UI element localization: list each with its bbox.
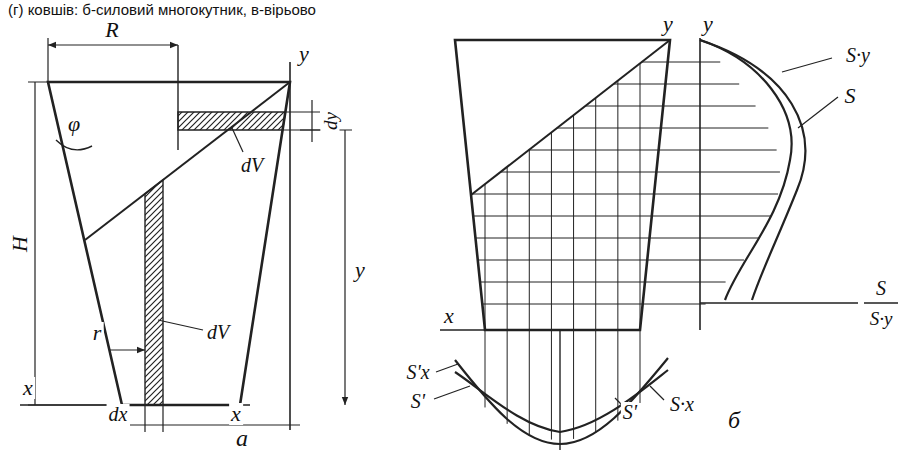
- dx-x-dimension: [130, 405, 300, 432]
- axis-label: y: [297, 43, 311, 65]
- r-dimension: [48, 44, 178, 45]
- s-prime-curve: [455, 370, 668, 432]
- grid-line: [473, 216, 771, 217]
- curve-label: S·y: [844, 45, 872, 65]
- element-label: dV: [239, 155, 265, 175]
- grid-line: [551, 132, 552, 439]
- grid-line: [642, 62, 721, 63]
- dy-dimension: [283, 100, 320, 142]
- axis-label: S: [874, 278, 888, 298]
- grid-line: [475, 238, 759, 239]
- caption-text: (г) ковшів: б-силовий многокутник, в-вір…: [6, 2, 318, 17]
- grid-line: [585, 106, 755, 107]
- grid-line: [617, 81, 618, 421]
- horizontal-strip: [178, 112, 285, 130]
- bucket-outline: [455, 40, 670, 330]
- dimension-label: H: [9, 234, 31, 254]
- axis-label: x: [21, 377, 35, 399]
- leader-line: [434, 386, 470, 399]
- axis-label: y: [661, 13, 675, 35]
- y-axis: [289, 62, 291, 430]
- figure-b: [434, 38, 898, 450]
- axis-label: S·y: [868, 309, 895, 328]
- surface-line: [85, 82, 290, 240]
- dimension-label: r: [91, 322, 104, 344]
- dimension-label: R: [103, 19, 120, 41]
- leader-line: [158, 320, 203, 330]
- grid-line: [478, 260, 744, 261]
- curve-label: S': [621, 402, 639, 422]
- surface-line: [471, 40, 670, 195]
- curve-label: S: [843, 85, 858, 107]
- y-axis: [699, 38, 701, 330]
- grid-line: [482, 304, 705, 305]
- s-curve: [700, 40, 792, 300]
- grid-line: [480, 282, 726, 283]
- y-dimension: [300, 130, 352, 405]
- dimension-label: dx: [107, 404, 130, 424]
- sy-curve: [700, 40, 805, 300]
- axis-label: y: [701, 13, 715, 35]
- grid-line: [529, 150, 530, 435]
- leader-line: [232, 128, 243, 152]
- grid-line: [614, 84, 740, 85]
- grid-line: [595, 98, 596, 433]
- grid-line: [507, 167, 508, 424]
- leader-line: [436, 364, 458, 372]
- s-prime-x-curve: [455, 358, 668, 444]
- grid-line: [485, 184, 486, 407]
- r-extension: [47, 38, 48, 82]
- axis-label: x: [442, 305, 456, 327]
- curve-label: S'x: [404, 362, 431, 382]
- dimension-label: x: [229, 403, 243, 425]
- grid-line: [557, 128, 768, 129]
- figure-a: [20, 38, 352, 432]
- figure-letter: a: [234, 426, 250, 450]
- bucket-outline: [48, 82, 290, 405]
- grid-line: [573, 115, 574, 439]
- grid-line: [501, 172, 780, 173]
- vertical-strip: [145, 180, 163, 405]
- grid-line: [472, 194, 778, 195]
- s-axis: [700, 302, 898, 303]
- figure-letter: б: [726, 408, 742, 432]
- grid-line: [529, 150, 777, 151]
- x-axis: [440, 329, 640, 331]
- grid-line: [640, 63, 641, 403]
- leader-line: [798, 97, 838, 128]
- curve-label: S·x: [668, 394, 696, 414]
- angle-label: φ: [66, 113, 82, 135]
- radius-line: [177, 45, 178, 150]
- leader-line: [782, 58, 832, 72]
- leader-line: [650, 386, 664, 400]
- curve-label: S': [409, 391, 427, 411]
- dimension-label: dy: [321, 110, 340, 132]
- grid-lines: [472, 62, 780, 440]
- dimension-label: y: [353, 259, 367, 281]
- h-dimension: [28, 82, 122, 405]
- element-label: dV: [205, 322, 231, 342]
- r-small-dimension: [109, 349, 145, 350]
- phi-arc: [56, 140, 92, 150]
